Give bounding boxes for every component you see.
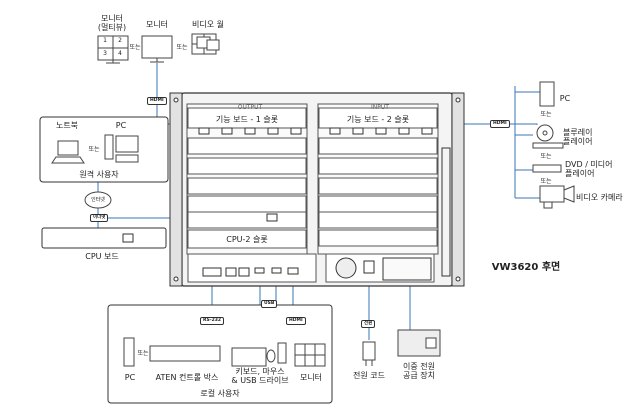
camera-label: 비디오 카메라	[576, 193, 623, 202]
hdmi-input-line	[440, 123, 538, 125]
pc-icon	[104, 134, 139, 163]
dvd-label: DVD / 미디어 플레이어	[565, 160, 613, 178]
power-cord-label: 전원 코드	[353, 371, 385, 380]
monitor-icon	[141, 35, 173, 63]
hdmi-tag-right: HDMI	[490, 120, 510, 128]
aten-label: ATEN 컨트롤 박스	[155, 373, 219, 382]
cpu-slot-label: CPU-2 슬롯	[226, 235, 268, 244]
ethernet-tag: 이더넷	[90, 214, 109, 222]
remote-pc-label: PC	[115, 121, 127, 130]
remote-user-box	[39, 116, 169, 183]
hdmi-tag-bottom: HDMI	[286, 317, 306, 325]
dual-power-supply-icon	[397, 329, 441, 357]
multiview-cell-1: 1	[103, 37, 107, 44]
kbd-label: 키보드, 마우스 & USB 드라이브	[231, 367, 289, 385]
left-slot-rows	[187, 107, 307, 229]
or-label-top-1: 또는	[129, 44, 141, 51]
monitor-multiview-label: 모니터 (멀티뷰)	[97, 14, 127, 32]
right-slot-rows	[318, 107, 438, 247]
input-tab: INPUT	[371, 104, 389, 111]
hdmi-tag-top: HDMI	[147, 97, 167, 105]
multiview-cell-4: 4	[118, 50, 122, 57]
multiview-cell-2: 2	[118, 37, 122, 44]
notebook-label: 노트북	[55, 121, 79, 130]
local-user-title: 로컬 사용자	[200, 389, 240, 398]
slot1-label: 기능 보드 - 1 슬롯	[215, 115, 279, 124]
local-or-label: 또는	[137, 350, 149, 357]
chassis-title: VW3620 후면	[491, 262, 561, 273]
laptop-icon	[51, 140, 85, 164]
video-wall-label: 비디오 월	[192, 20, 224, 29]
source-or-1: 또는	[540, 111, 552, 118]
remote-or-label: 또는	[88, 146, 100, 153]
rs232-tag: RS-232	[200, 317, 224, 325]
local-monitor-icon	[294, 343, 326, 367]
source-or-2: 또는	[540, 153, 552, 160]
source-or-3: 또는	[540, 178, 552, 185]
power-plug-icon	[362, 341, 376, 366]
output-tab: OUTPUT	[237, 104, 263, 111]
dual-power-label: 이중 전원 공급 장치	[403, 362, 435, 380]
or-label-top-2: 또는	[176, 44, 188, 51]
monitor-label: 모니터	[145, 20, 169, 29]
local-pc-icon	[123, 337, 135, 367]
remote-user-title: 원격 사용자	[79, 170, 119, 179]
slot2-label: 기능 보드 - 2 슬롯	[346, 115, 410, 124]
aten-control-box-icon	[149, 345, 221, 362]
multiview-cell-3: 3	[103, 50, 107, 57]
bluray-label: 블루레이 플레이어	[563, 128, 593, 146]
power-tag: 전원	[361, 320, 376, 328]
ethernet-port	[266, 213, 278, 222]
monitor-multiview-icon	[97, 35, 129, 64]
keyboard-mouse-icon	[231, 342, 287, 367]
local-pc-label: PC	[124, 373, 136, 382]
dvd-player-icon	[532, 164, 562, 173]
video-wall-icon	[191, 33, 220, 55]
cpu-board-label: CPU 보드	[85, 252, 119, 261]
usb-tag: USB	[261, 300, 278, 308]
bluray-icon	[532, 124, 564, 149]
cpu-board-device	[41, 227, 167, 249]
board-ports	[198, 127, 433, 135]
cloud-label: 인터넷	[91, 197, 105, 203]
cloud-icon	[84, 191, 112, 209]
source-pc-icon	[539, 81, 555, 107]
local-monitor-label: 모니터	[299, 373, 323, 382]
cpu-slot-frame	[187, 229, 307, 249]
source-pc-label: PC	[559, 94, 571, 103]
video-camera-icon	[539, 185, 575, 209]
